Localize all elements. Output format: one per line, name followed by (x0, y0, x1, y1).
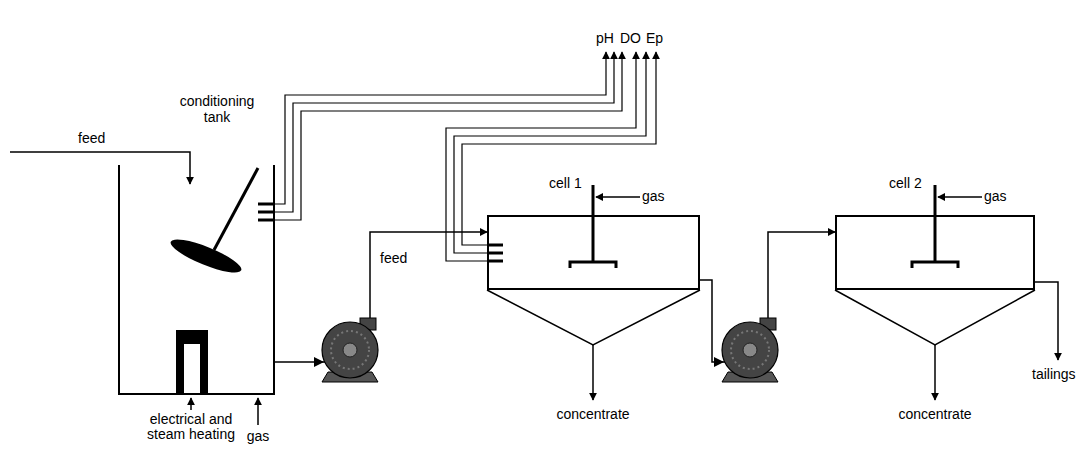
feed-line (10, 152, 190, 184)
gas-arrow (938, 196, 982, 198)
heating-arrow (190, 398, 192, 410)
stream-label: concentrate (898, 406, 971, 422)
cell-impeller (570, 262, 616, 268)
concentrate-arrow (592, 345, 594, 400)
heater (176, 330, 208, 395)
concentrate-arrow (934, 345, 936, 400)
pump-inlet-arrowhead (714, 357, 724, 367)
stream-label: tailings (1032, 366, 1076, 382)
stream-label: feed (78, 130, 105, 146)
stream-label: gas (984, 188, 1007, 204)
signal-name: DO (620, 30, 641, 46)
pump-symbol (322, 318, 378, 382)
cell-cone (487, 290, 700, 345)
flotation-cell: cell 1 (487, 215, 700, 290)
cell-impeller (912, 262, 958, 268)
pump-symbol (722, 318, 778, 382)
stream-label: gas (247, 428, 270, 444)
unit-name: cell 2 (889, 175, 922, 191)
pump-inlet-arrowhead (314, 357, 324, 367)
cell-shaft (592, 185, 595, 262)
signal-name: pH (596, 30, 614, 46)
gas-arrow (596, 196, 640, 198)
stream-label: feed (380, 250, 407, 266)
tailings-line (1035, 282, 1058, 360)
cell-shaft (934, 185, 937, 262)
cell-cone (835, 290, 1035, 345)
flotation-cell: cell 2 (835, 215, 1035, 290)
tank-probes (258, 204, 275, 220)
signal-name: Ep (646, 30, 663, 46)
heating-label: electrical and steam heating (141, 412, 241, 442)
unit-name: cell 1 (549, 175, 582, 191)
agitator-impeller (167, 233, 244, 278)
cell-probes (487, 245, 503, 261)
gas-arrow (257, 398, 259, 425)
heater-core (184, 344, 200, 395)
stream-label: gas (642, 188, 665, 204)
stream-label: concentrate (556, 406, 629, 422)
unit-name: conditioning tank (167, 93, 267, 125)
agitator-shaft (214, 168, 258, 250)
signal-lines (275, 52, 656, 261)
slurry-line (275, 232, 487, 362)
tank-vessel: conditioning tank (118, 165, 275, 395)
